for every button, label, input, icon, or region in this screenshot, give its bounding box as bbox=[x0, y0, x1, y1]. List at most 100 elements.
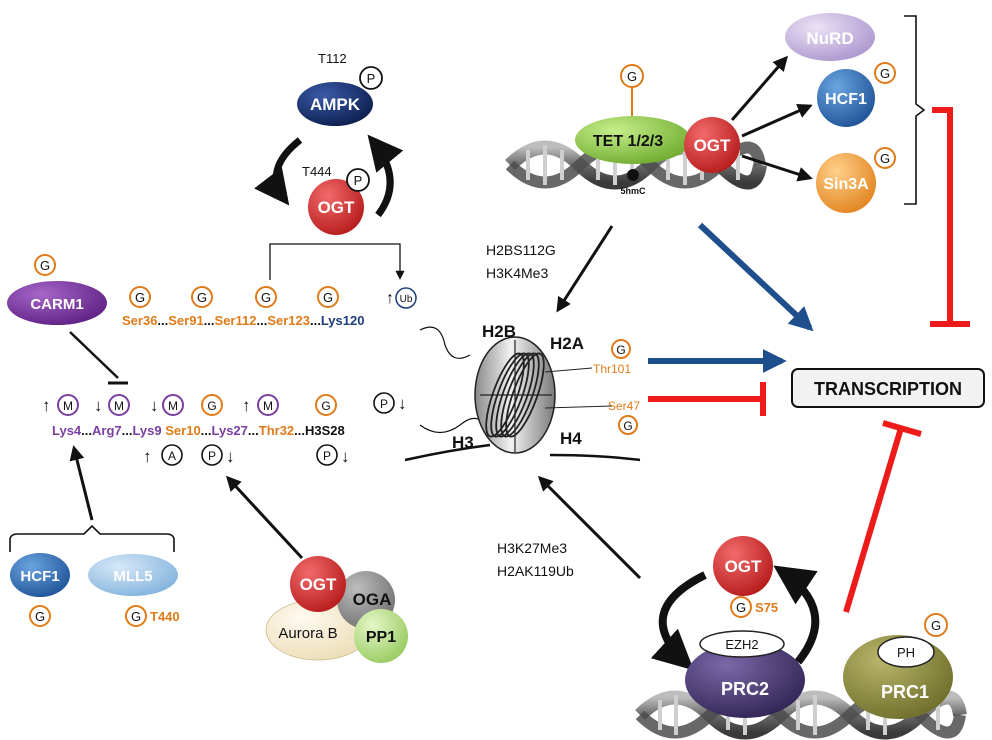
sin3a-node bbox=[816, 153, 876, 213]
corepressor-inhibit-line bbox=[932, 107, 953, 322]
prc2-label: PRC2 bbox=[721, 679, 769, 699]
ph-node bbox=[877, 636, 935, 668]
ogt-node-prc bbox=[713, 536, 773, 596]
hcf1-node-left bbox=[10, 553, 70, 597]
ogt-label-prc: OGT bbox=[725, 557, 762, 576]
ogt-node-top bbox=[308, 179, 364, 235]
svg-text:↑: ↑ bbox=[42, 396, 51, 415]
svg-text:G: G bbox=[40, 258, 50, 273]
carm1-label: CARM1 bbox=[30, 296, 83, 313]
prc2-node bbox=[685, 642, 805, 718]
ampk-phospho-badge: P bbox=[359, 66, 383, 90]
ogt-node-complex bbox=[290, 556, 346, 612]
histone-h2b-label: H2B bbox=[482, 322, 516, 341]
h3k27me3-label: H3K27Me3 bbox=[497, 540, 567, 556]
ogt-label-top: OGT bbox=[318, 198, 355, 217]
svg-text:P: P bbox=[367, 71, 376, 86]
aurora-b-label: Aurora B bbox=[278, 625, 337, 642]
tet-node bbox=[575, 116, 691, 164]
ph-label: PH bbox=[897, 645, 915, 660]
svg-text:G: G bbox=[35, 609, 45, 624]
h3-top-marks: ↑ M ↓ M ↓ M G ↑ M G P ↓ bbox=[42, 392, 407, 416]
h2ak119ub-label: H2AK119Ub bbox=[497, 563, 574, 579]
pp1-label: PP1 bbox=[366, 629, 396, 646]
nucleosome bbox=[404, 326, 641, 462]
prc1-label: PRC1 bbox=[881, 682, 929, 702]
ampk-node bbox=[297, 82, 373, 126]
hcf1-right-g-badge: G bbox=[874, 62, 896, 84]
hcf1-label-left: HCF1 bbox=[20, 568, 59, 585]
svg-text:↓: ↓ bbox=[94, 396, 103, 415]
prc-inhibit-bar bbox=[882, 420, 922, 437]
svg-text:G: G bbox=[197, 290, 207, 305]
prc1-g-badge: G bbox=[924, 613, 948, 637]
svg-text:G: G bbox=[623, 419, 632, 433]
svg-text:G: G bbox=[207, 399, 216, 413]
svg-text:M: M bbox=[263, 399, 273, 413]
prc-inhibit-line bbox=[843, 427, 904, 613]
s75-site-label: S75 bbox=[755, 600, 778, 615]
histone-h3-label: H3 bbox=[452, 433, 474, 452]
ezh2-label: EZH2 bbox=[725, 637, 758, 652]
h2b-g-badges: G G G G bbox=[129, 286, 339, 308]
sin3a-label: Sin3A bbox=[823, 176, 869, 193]
ogt-node-tet bbox=[684, 117, 740, 173]
ogt-to-nurd-arrow bbox=[730, 55, 788, 121]
nurd-label: NuRD bbox=[806, 29, 853, 48]
svg-text:M: M bbox=[114, 399, 124, 413]
sin3a-g-badge: G bbox=[874, 147, 896, 169]
svg-text:A: A bbox=[168, 449, 176, 463]
tet-g-badge: G bbox=[620, 64, 644, 88]
mll5-label: MLL5 bbox=[113, 568, 152, 585]
transcription-box bbox=[791, 368, 985, 408]
nurd-node bbox=[785, 13, 875, 61]
thr101-g-badge: G bbox=[611, 339, 631, 359]
h3-tail-sequence: Lys4...Arg7...Lys9 Ser10...Lys27...Thr32… bbox=[52, 423, 345, 438]
ser47-g-badge: G bbox=[618, 415, 638, 435]
svg-text:↑: ↑ bbox=[386, 290, 394, 307]
h2b-tail-sequence: Ser36...Ser91...Ser112...Ser123...Lys120 bbox=[122, 313, 364, 328]
hcf1-label-right: HCF1 bbox=[825, 91, 867, 108]
prc-cycle-arrow-left bbox=[650, 571, 707, 671]
ser112-to-lys120-bracket bbox=[269, 243, 405, 280]
h3-bottom-marks: ↑ A P ↓ P ↓ bbox=[143, 444, 350, 466]
complex-to-h3-arrow bbox=[225, 475, 304, 560]
svg-text:M: M bbox=[63, 399, 73, 413]
hcf1-left-g-badge: G bbox=[29, 605, 51, 627]
cycle-arrow-right bbox=[367, 134, 404, 218]
h2bs112g-label: H2BS112G bbox=[486, 242, 556, 258]
fivehmc-label: 5hmC bbox=[620, 186, 646, 196]
t444-site-label: T444 bbox=[302, 164, 332, 179]
prc-to-nucleosome-arrow bbox=[537, 475, 642, 580]
tet-to-nucleosome-arrow bbox=[556, 225, 614, 313]
svg-text:G: G bbox=[627, 69, 637, 84]
lys120-ub-badge: ↑ Ub bbox=[386, 287, 417, 309]
carm1-inhibit-line bbox=[69, 331, 119, 379]
svg-text:G: G bbox=[931, 618, 941, 633]
svg-text:G: G bbox=[880, 66, 890, 81]
svg-text:P: P bbox=[208, 449, 216, 463]
t112-site-label: T112 bbox=[318, 51, 347, 66]
carm1-node bbox=[7, 281, 107, 325]
ogt-phospho-badge: P bbox=[346, 168, 370, 192]
mll5-g-badge: G bbox=[125, 605, 147, 627]
ampk-label: AMPK bbox=[310, 95, 361, 114]
svg-text:G: G bbox=[323, 290, 333, 305]
fivehmc-dot bbox=[627, 169, 639, 181]
thr101-label: Thr101 bbox=[593, 362, 631, 376]
svg-text:P: P bbox=[354, 173, 363, 188]
ogt-label-tet: OGT bbox=[694, 136, 731, 155]
svg-text:M: M bbox=[168, 399, 178, 413]
svg-text:G: G bbox=[736, 600, 746, 615]
svg-text:G: G bbox=[616, 343, 625, 357]
mll5-node bbox=[88, 554, 178, 596]
carm1-g-badge: G bbox=[34, 254, 56, 276]
h3k4me3-label: H3K4Me3 bbox=[486, 265, 548, 281]
tet-label: TET 1/2/3 bbox=[593, 133, 663, 150]
svg-text:Ub: Ub bbox=[400, 294, 413, 305]
svg-text:P: P bbox=[323, 449, 331, 463]
svg-text:↓: ↓ bbox=[226, 447, 235, 466]
svg-text:G: G bbox=[131, 609, 141, 624]
oga-label: OGA bbox=[353, 590, 392, 609]
